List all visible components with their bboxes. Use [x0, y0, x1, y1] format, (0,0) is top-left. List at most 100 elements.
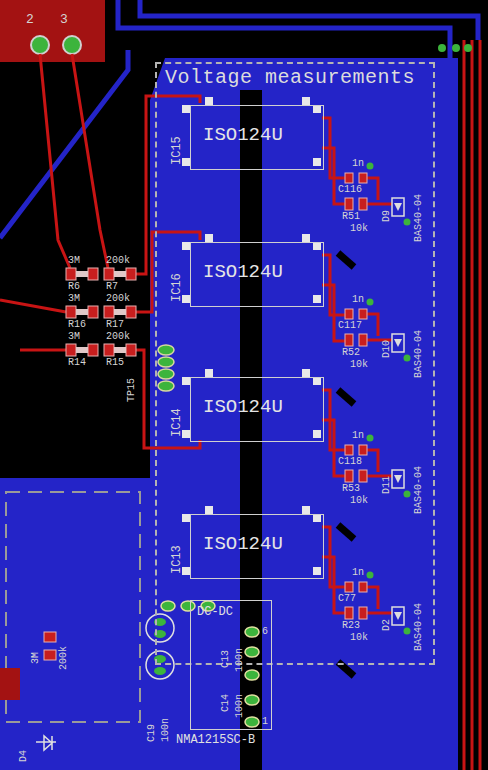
chip-pad [302, 506, 310, 514]
node-title: ISO124U [203, 396, 283, 419]
diode-symbol [394, 203, 402, 211]
isolation-gap [338, 390, 354, 404]
part-label: 1 [262, 716, 268, 728]
node-title: DC-DC [197, 605, 233, 619]
part-label: R7 [106, 281, 118, 293]
part-label: 1n [352, 158, 364, 170]
part-label: 10k [350, 223, 368, 235]
chip-pad [182, 514, 190, 522]
node-title: ISO124U [203, 124, 283, 147]
part-label: D4 [18, 750, 30, 762]
part-label: R14 [68, 357, 86, 369]
capacitor-pad [345, 173, 353, 183]
part-label: 3M [68, 255, 80, 267]
part-label: 3 [60, 12, 68, 28]
part-label: R51 [342, 211, 360, 223]
via [404, 491, 411, 498]
part-label: 1n [352, 430, 364, 442]
part-label: 200k [106, 293, 130, 305]
via [438, 44, 472, 52]
chip-pad [313, 105, 321, 113]
part-label: IC16 [170, 273, 184, 302]
copper-pour [150, 58, 458, 770]
top-trace [464, 40, 480, 770]
via [404, 219, 411, 226]
part-label: C13 [220, 650, 232, 668]
chip-pad [205, 234, 213, 242]
capacitor-pad [345, 445, 353, 455]
part-label: 100n [234, 648, 246, 672]
part-label: IC13 [170, 545, 184, 574]
top-trace [322, 255, 392, 341]
part-label: 1n [352, 294, 364, 306]
part-label: 1n [352, 567, 364, 579]
channel-group [182, 97, 411, 676]
chip-outline: ISO124U [190, 377, 324, 442]
diode-symbol [392, 607, 404, 625]
chip-pad [302, 234, 310, 242]
chip-pad [302, 97, 310, 105]
terminal-pad [63, 36, 81, 54]
part-label: 200k [106, 331, 130, 343]
diode-symbol [394, 339, 402, 347]
via [367, 299, 374, 306]
part-label: C77 [338, 593, 356, 605]
chip-pad [313, 514, 321, 522]
part-label: D11 [381, 476, 393, 494]
top-trace [322, 527, 392, 613]
chip-pad [205, 506, 213, 514]
part-number: NMA1215SC-B [176, 733, 255, 747]
node-title: ISO124U [203, 533, 283, 556]
isolation-gap [338, 253, 354, 267]
part-label: BAS40-04 [413, 603, 425, 651]
part-label: R6 [68, 281, 80, 293]
part-label: 3M [68, 331, 80, 343]
chip-pad [205, 97, 213, 105]
part-label: IC14 [170, 408, 184, 437]
part-label: 10k [350, 495, 368, 507]
part-label: C14 [220, 694, 232, 712]
top-trace [0, 54, 200, 448]
part-label: C118 [338, 456, 362, 468]
part-label: BAS40-04 [413, 330, 425, 378]
via [367, 572, 374, 579]
chip-pad [313, 295, 321, 303]
diode-symbol [392, 470, 404, 488]
part-label: 200k [106, 255, 130, 267]
part-label: C19 [146, 724, 158, 742]
capacitor-pad [359, 445, 367, 455]
resistor-pad [345, 198, 353, 210]
via [367, 435, 374, 442]
diode-symbol [394, 612, 402, 620]
part-label: 10k [350, 632, 368, 644]
part-label: 100n [234, 694, 246, 718]
chip-pad [182, 105, 190, 113]
part-label: IC15 [170, 136, 184, 165]
capacitor-pad [359, 173, 367, 183]
copper-pour [0, 668, 20, 700]
bottom-trace [0, 0, 478, 238]
isolation-gap [338, 525, 354, 539]
section-region: Voltage measurementsISO124UISO124UISO124… [155, 62, 435, 665]
channel-artwork [182, 97, 411, 676]
via [404, 628, 411, 635]
chip-pad [313, 377, 321, 385]
resistor-pad [359, 334, 367, 346]
copper-pour [0, 478, 150, 770]
part-label: R16 [68, 319, 86, 331]
capacitor-pad [359, 309, 367, 319]
part-label: 100n [160, 718, 172, 742]
resistor-pad [359, 607, 367, 619]
part-label: D10 [381, 340, 393, 358]
terminal-pad [31, 36, 49, 54]
capacitor-outline [146, 614, 174, 679]
node-title: ISO124U [203, 261, 283, 284]
resistor-pad [345, 334, 353, 346]
via [367, 163, 374, 170]
part-label: 200k [58, 646, 70, 670]
capacitor-pad [359, 582, 367, 592]
part-label: R15 [106, 357, 124, 369]
top-trace [322, 118, 392, 204]
chip-outline: ISO124U [190, 514, 324, 579]
